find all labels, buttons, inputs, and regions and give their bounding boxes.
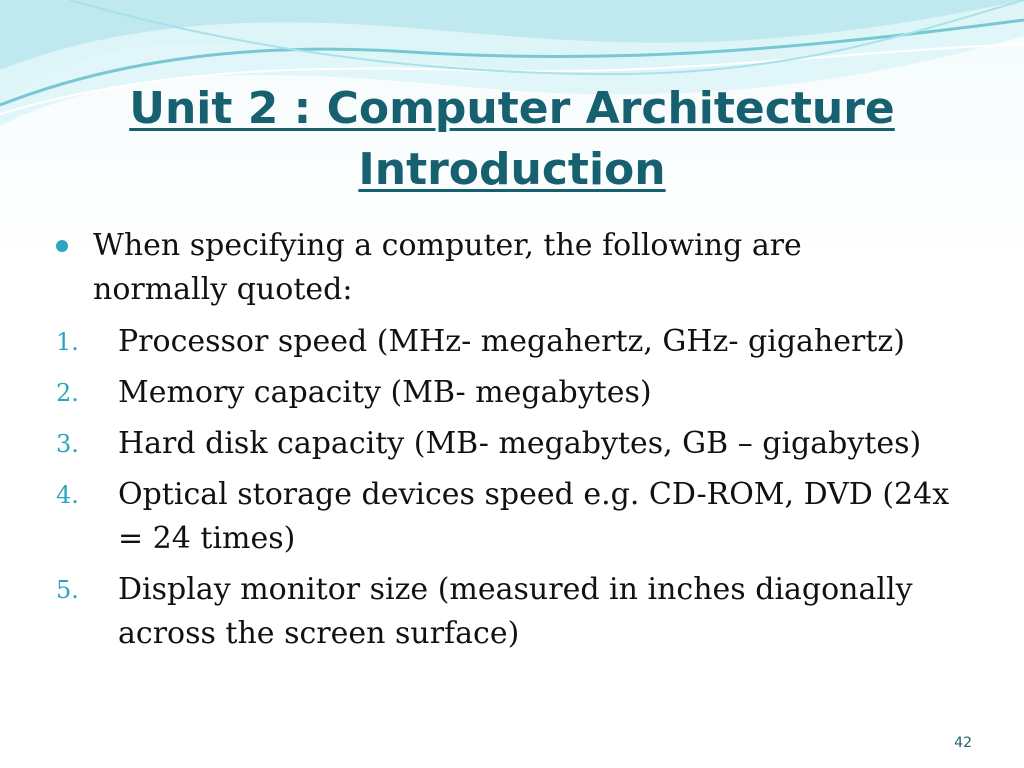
- list-number: 1.: [56, 328, 79, 356]
- list-text: Hard disk capacity (MB- megabytes, GB – …: [118, 426, 922, 461]
- list-item: 4. Optical storage devices speed e.g. CD…: [56, 473, 976, 561]
- list-text: Memory capacity (MB- megabytes): [118, 375, 652, 410]
- list-number: 2.: [56, 379, 79, 407]
- title-line-1: Unit 2 : Computer Architecture: [129, 83, 895, 134]
- wave-line-1: [0, 18, 1024, 107]
- list-item: 1. Processor speed (MHz- megahertz, GHz-…: [56, 320, 976, 364]
- list-text: Processor speed (MHz- megahertz, GHz- gi…: [118, 324, 905, 359]
- wave-line-2: [0, 43, 1024, 115]
- slide-content: When specifying a computer, the followin…: [56, 224, 976, 656]
- list-item: 3. Hard disk capacity (MB- megabytes, GB…: [56, 422, 976, 466]
- bullet-dot-icon: [56, 240, 68, 252]
- intro-bullet: When specifying a computer, the followin…: [56, 224, 976, 312]
- list-item: 2. Memory capacity (MB- megabytes): [56, 371, 976, 415]
- wave-line-3: [69, 0, 1024, 76]
- list-number: 3.: [56, 430, 79, 458]
- wave-band-light: [0, 0, 1024, 126]
- list-number: 4.: [56, 481, 79, 509]
- list-item: 5. Display monitor size (measured in inc…: [56, 568, 976, 656]
- list-text: Display monitor size (measured in inches…: [118, 572, 913, 651]
- intro-text: When specifying a computer, the followin…: [93, 228, 802, 307]
- list-number: 5.: [56, 576, 79, 604]
- decorative-wave-header: [0, 0, 1024, 126]
- list-text: Optical storage devices speed e.g. CD-RO…: [118, 477, 950, 556]
- slide-title: Unit 2 : Computer Architecture Introduct…: [0, 78, 1024, 200]
- page-number: 42: [954, 735, 972, 751]
- title-line-2: Introduction: [358, 144, 666, 195]
